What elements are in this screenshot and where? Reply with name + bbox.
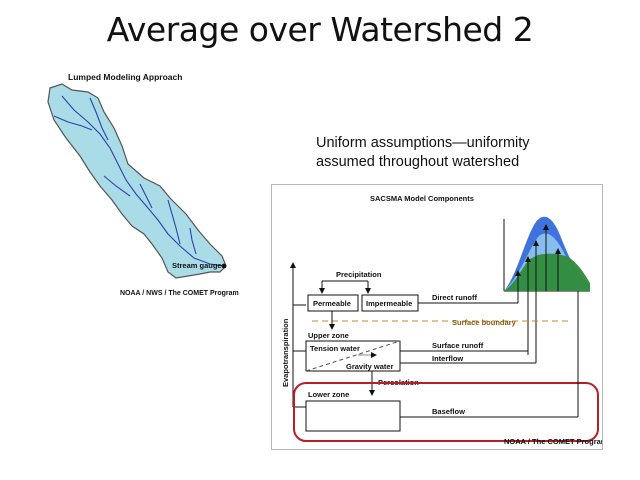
model-title: SACSMA Model Components xyxy=(370,194,474,203)
surface-runoff-label: Surface runoff xyxy=(432,341,484,350)
lower-zone-box xyxy=(305,400,401,432)
surface-boundary-label: Surface boundary xyxy=(452,318,517,327)
caption-line-2: assumed throughout watershed xyxy=(316,154,520,170)
direct-runoff-label: Direct runoff xyxy=(432,293,478,302)
caption: Uniform assumptions—uniformity assumed t… xyxy=(316,134,530,172)
upper-zone-label: Upper zone xyxy=(308,331,349,340)
stream-gauge-label: Stream gauge xyxy=(172,261,222,270)
river-network xyxy=(53,95,225,267)
watershed-basin xyxy=(47,83,227,279)
precipitation-label: Precipitation xyxy=(336,270,382,279)
baseflow-label: Baseflow xyxy=(432,407,465,416)
lower-zone-label: Lower zone xyxy=(308,390,349,399)
stream-gauge-point xyxy=(221,263,227,269)
caption-line-1: Uniform assumptions—uniformity xyxy=(316,135,530,151)
hydrograph xyxy=(503,216,590,363)
gravity-water-label: Gravity water xyxy=(346,362,394,371)
hydrograph-green-area xyxy=(504,253,590,291)
evapotranspiration-label: Evapotranspiration xyxy=(281,318,290,387)
map-heading: Lumped Modeling Approach xyxy=(68,72,183,82)
impermeable-label: Impermeable xyxy=(366,299,412,308)
watershed-map-figure: Lumped Modeling Approach Stream gauge NO… xyxy=(40,68,240,318)
lower-zone-highlight xyxy=(293,382,599,442)
model-credit: NOAA / The COMET Program xyxy=(504,437,602,446)
sacsma-model-figure: SACSMA Model Components Evapotranspirati… xyxy=(271,184,603,450)
interflow-label: Interflow xyxy=(432,354,463,363)
slide-title: Average over Watershed 2 xyxy=(106,10,534,49)
permeable-box xyxy=(307,294,359,312)
tension-water-label: Tension water xyxy=(310,344,360,353)
permeable-label: Permeable xyxy=(313,299,351,308)
sacsma-diagram: SACSMA Model Components Evapotranspirati… xyxy=(281,194,602,446)
watershed-map: Stream gauge xyxy=(47,83,227,279)
map-credit: NOAA / NWS / The COMET Program xyxy=(120,290,239,297)
